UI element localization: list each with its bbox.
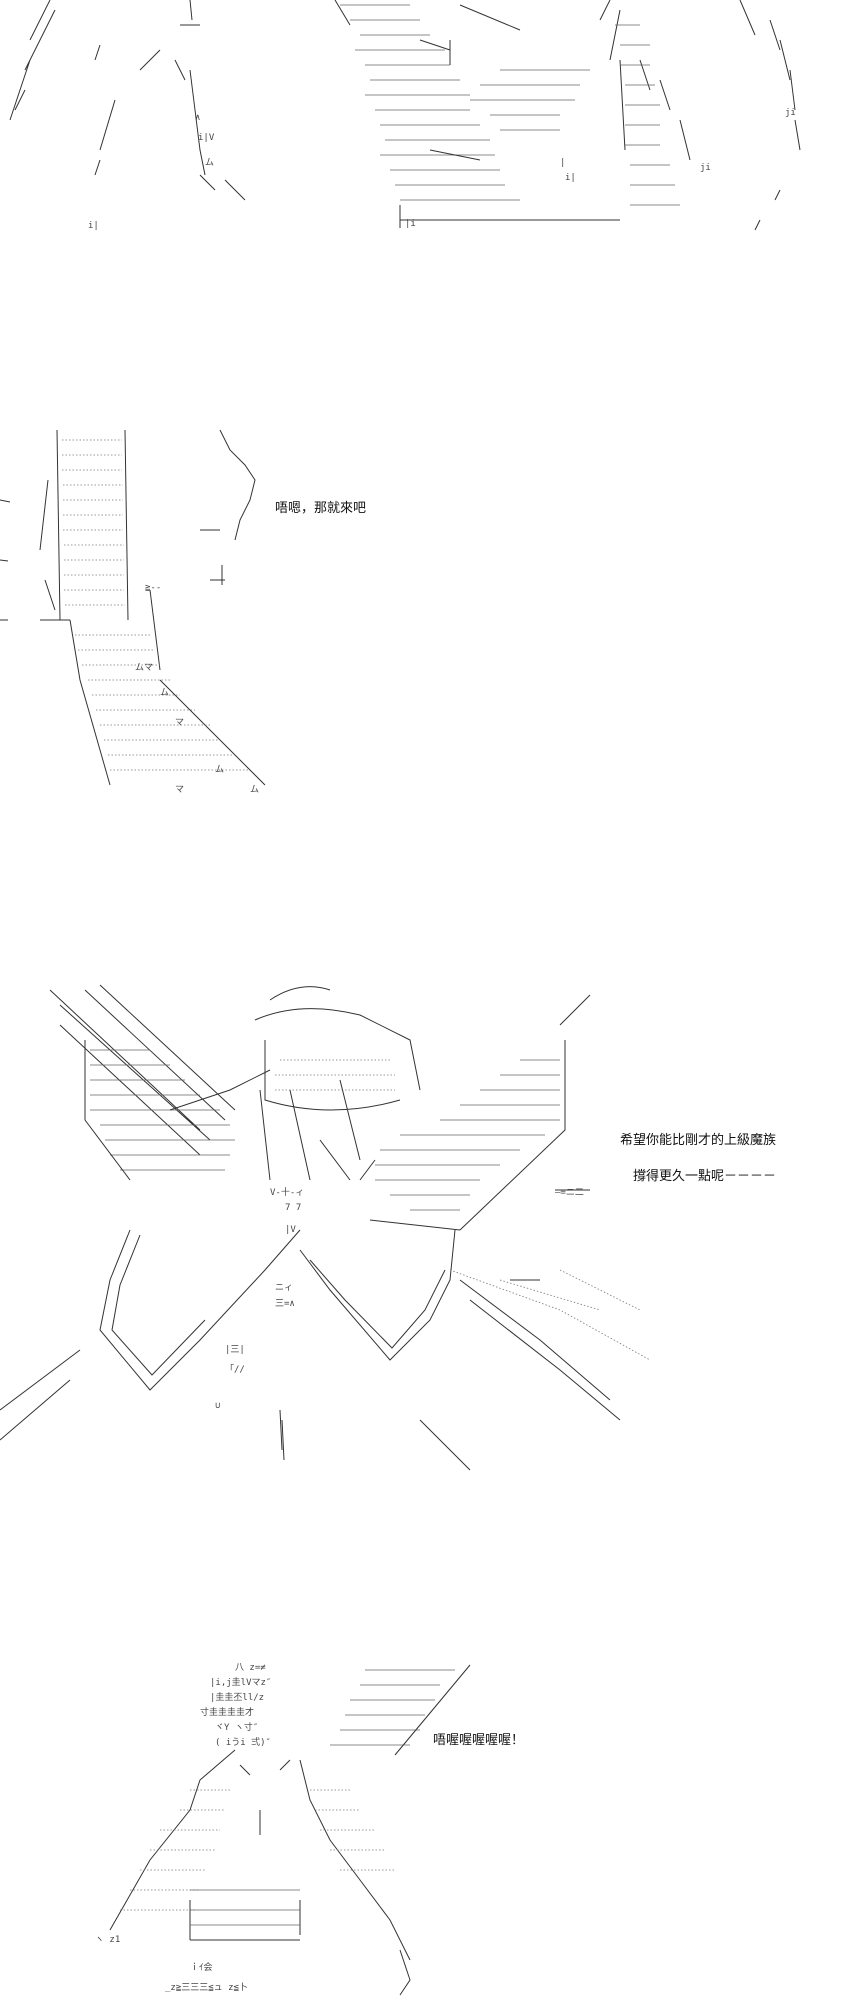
svg-text:三=∧: 三=∧	[275, 1299, 295, 1309]
svg-text:マ: マ	[175, 785, 184, 795]
svg-text:ニィ: ニィ	[275, 1283, 293, 1293]
svg-text:マ: マ	[175, 718, 184, 728]
svg-text:寸圭圭圭圭才: 寸圭圭圭圭才	[200, 1706, 254, 1718]
svg-text:ム: ム	[160, 687, 169, 698]
svg-text:ji: ji	[700, 163, 711, 173]
svg-text:ム: ム	[215, 764, 224, 775]
svg-text:∪: ∪	[215, 1401, 220, 1411]
svg-text:∧: ∧	[195, 113, 200, 123]
svg-text:―=ニ二: ―=ニ二	[555, 1188, 584, 1198]
svg-text:八 z=≠: 八 z=≠	[235, 1663, 266, 1673]
svg-text:i|: i|	[565, 173, 576, 183]
svg-text:ムマ: ムマ	[135, 662, 153, 673]
svg-text:i|V: i|V	[198, 133, 215, 143]
svg-text:ｉｲ会: ｉｲ会	[190, 1961, 213, 1973]
speech-line: 希望你能比剛才的上級魔族	[620, 1133, 777, 1148]
panel-4-ascii-art: 八 z=≠ |i,j圭lVマz″ |圭圭丕ll/z 寸圭圭圭圭才 ヾY ヽ寸″ …	[95, 1663, 471, 1996]
svg-text:|i: |i	[405, 219, 416, 229]
speech-line: 唔喔喔喔喔喔！	[433, 1733, 525, 1748]
panel-4: 八 z=≠ |i,j圭lVマz″ |圭圭丕ll/z 寸圭圭圭圭才 ヾY ヽ寸″ …	[0, 1660, 845, 2000]
panel-2: ムマム マム マム ≧-- 唔嗯，那就來吧	[0, 420, 845, 800]
svg-text:|圭圭丕ll/z: |圭圭丕ll/z	[210, 1691, 264, 1703]
svg-text:|i,j圭lVマz″: |i,j圭lVマz″	[210, 1676, 271, 1688]
svg-text:「//: 「//	[225, 1364, 245, 1375]
svg-text:ム: ム	[205, 157, 214, 168]
svg-text:≧--: ≧--	[145, 583, 161, 593]
svg-text:|V: |V	[285, 1225, 296, 1235]
svg-text:ji: ji	[785, 108, 796, 118]
panel-3: V-十-ィ 7 7 |V ニィ 三=∧ |三| 「// ∪ ―=ニ二 希望你能比…	[0, 980, 845, 1480]
svg-text:( iうi 弍)″: ( iうi 弍)″	[215, 1736, 271, 1748]
speech-line: 撐得更久一點呢－－－－	[633, 1169, 777, 1184]
svg-text:_z≧三三三≦ュ z≦卜: _z≧三三三≦ュ z≦卜	[165, 1982, 248, 1993]
panel-3-ascii-art: V-十-ィ 7 7 |V ニィ 三=∧ |三| 「// ∪ ―=ニ二	[0, 984, 651, 1471]
svg-text:ム: ム	[250, 784, 259, 795]
svg-text:ヾY ヽ寸″: ヾY ヽ寸″	[215, 1721, 258, 1733]
speech-line: 唔嗯，那就來吧	[275, 501, 367, 516]
svg-text:|: |	[560, 158, 565, 168]
svg-text:i|: i|	[88, 221, 99, 231]
panel-2-ascii-art: ムマム マム マム ≧--	[0, 429, 266, 795]
svg-text:ヽ z1: ヽ z1	[95, 1935, 120, 1945]
svg-text:|三|: |三|	[225, 1345, 245, 1355]
svg-text:V-十-ィ: V-十-ィ	[270, 1186, 304, 1198]
svg-text:7 7: 7 7	[285, 1203, 301, 1213]
